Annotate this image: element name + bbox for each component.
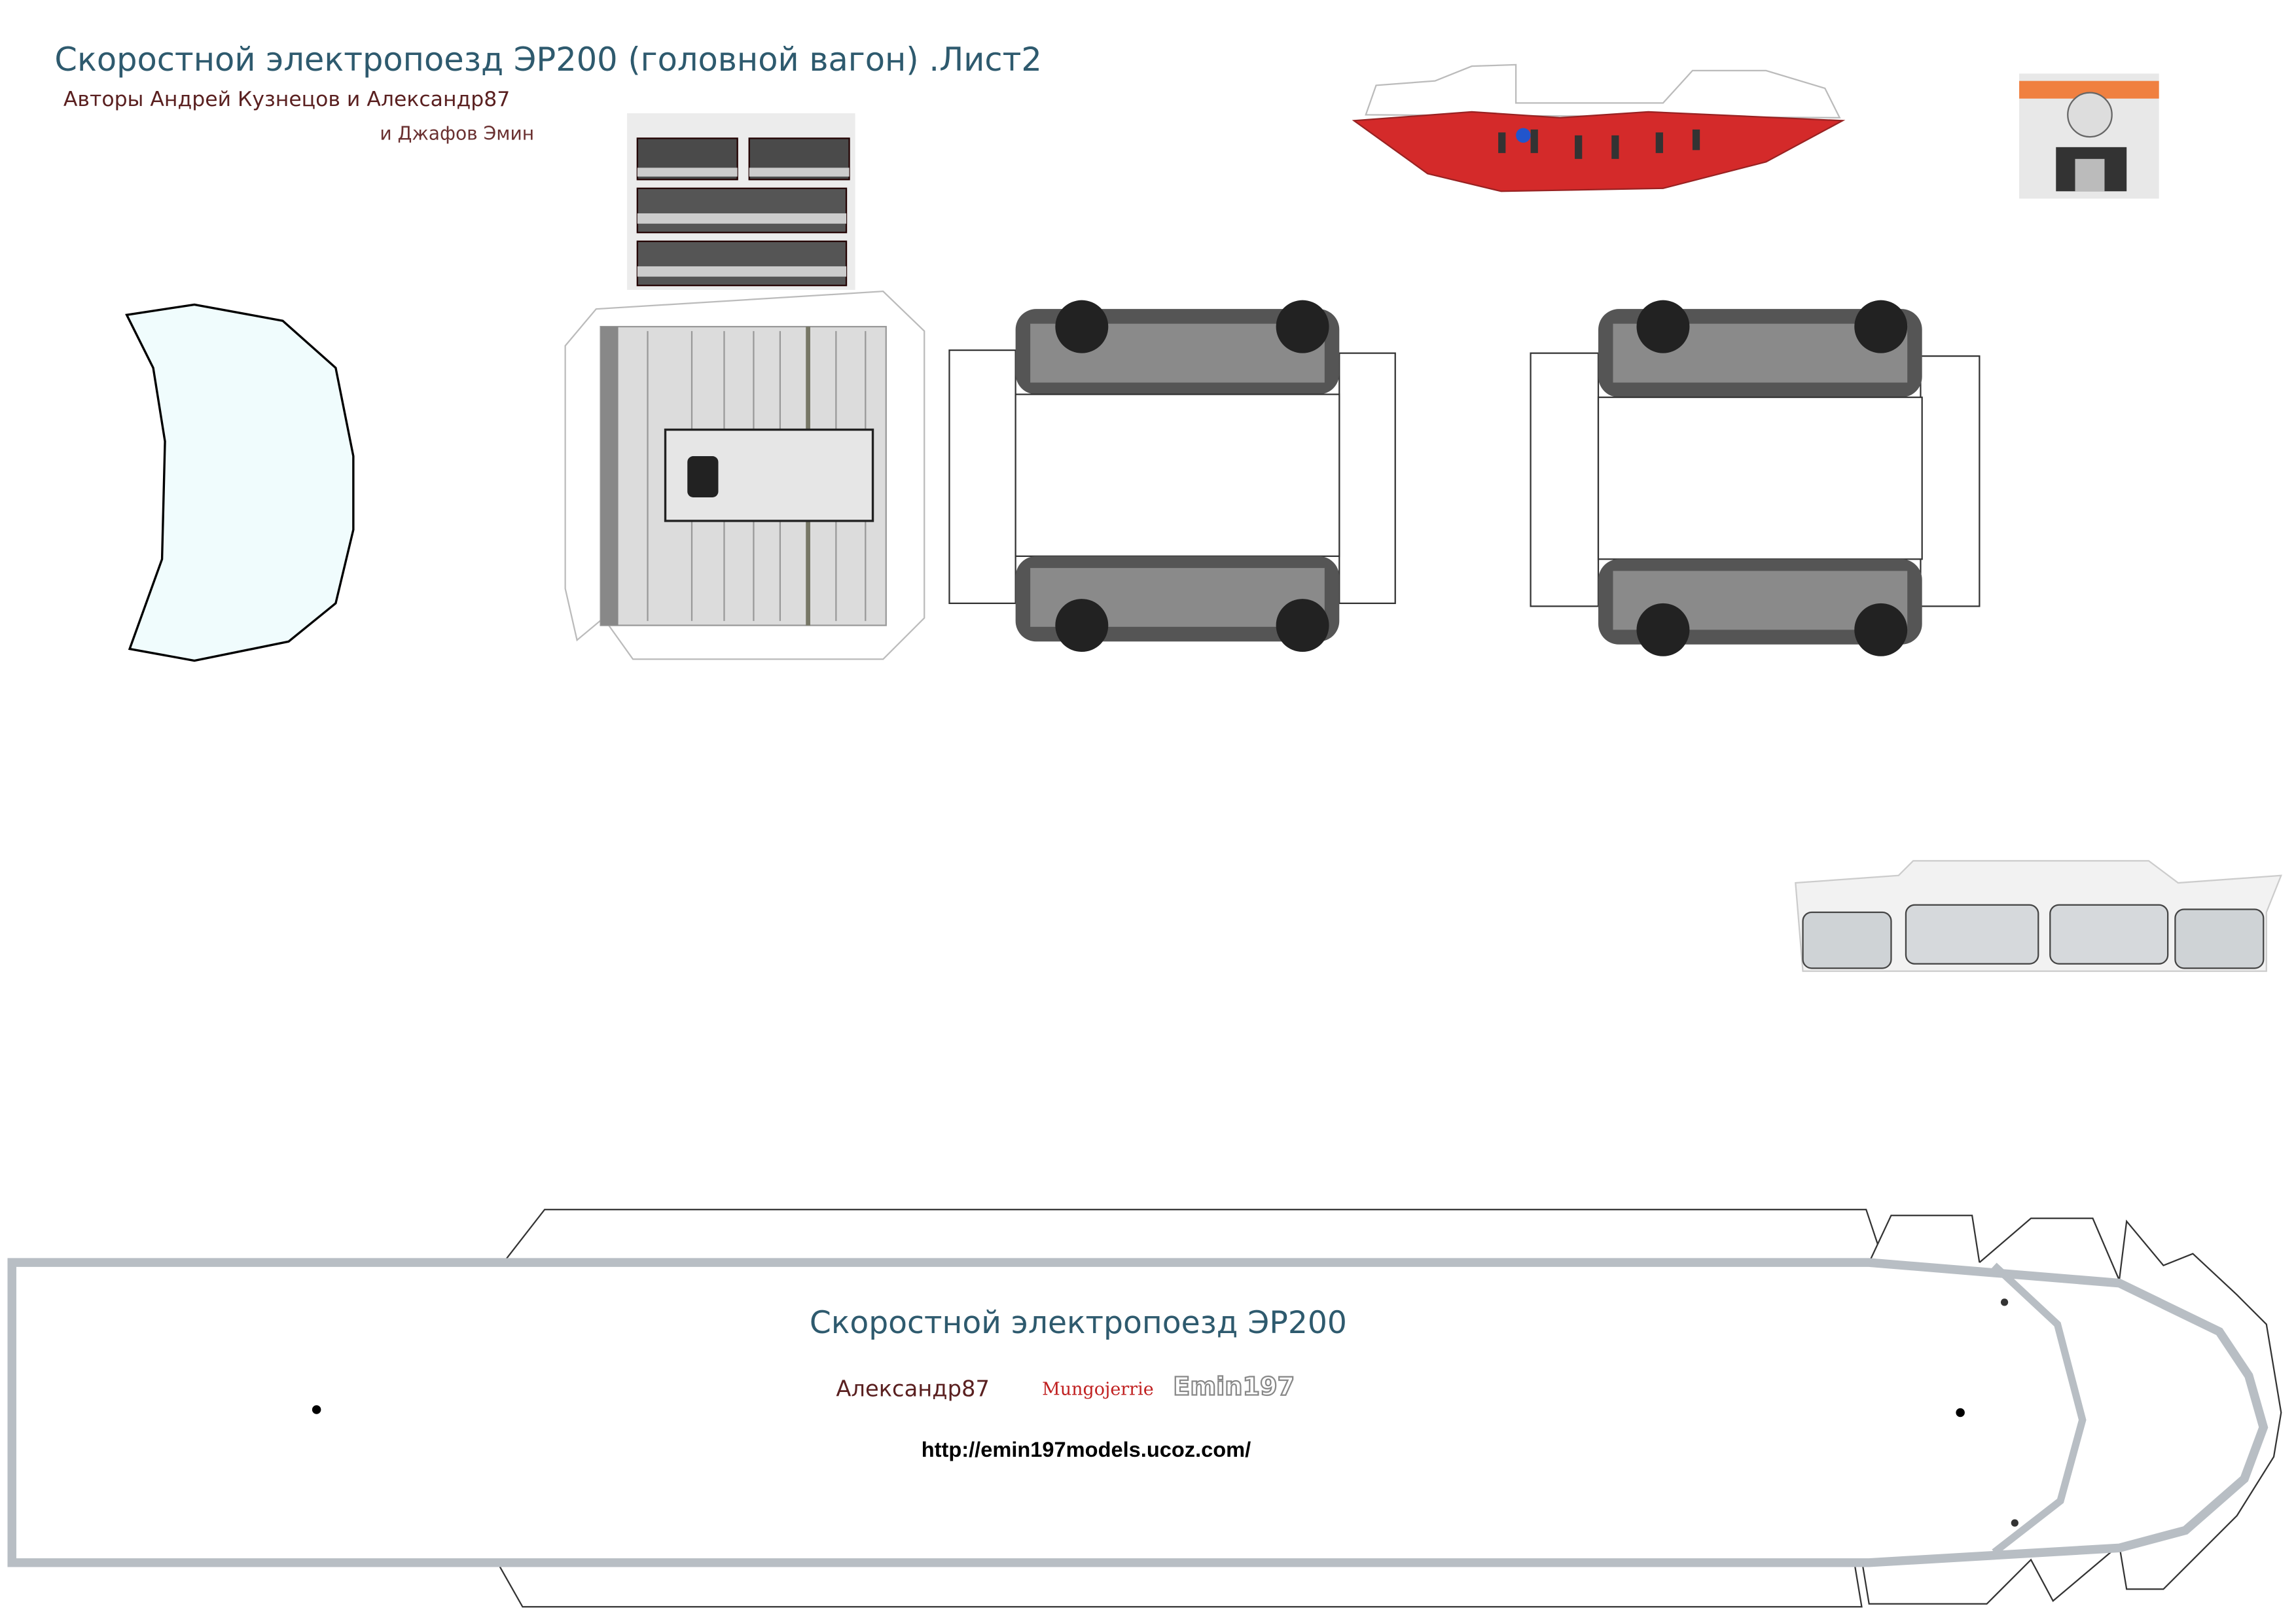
crescent-part	[125, 303, 355, 662]
window-strip-part	[627, 113, 855, 290]
red-nose-part	[1352, 63, 1846, 192]
roof-hatch-window	[687, 456, 719, 497]
roof-panel-part	[564, 291, 925, 660]
bogie-part-2	[1530, 300, 1981, 656]
front-grille-part	[2019, 73, 2159, 199]
sheet-title: Скоростной электропоезд ЭР200 (головной …	[54, 41, 1041, 79]
floor-author: Александр87	[836, 1376, 990, 1402]
co-author-line: и Джафов Эмин	[380, 123, 534, 145]
website-url: http://emin197models.ucoz.com/	[922, 1437, 1251, 1461]
bogie-part-1	[948, 300, 1396, 652]
floor-title: Скоростной электропоезд ЭР200	[810, 1305, 1347, 1341]
authors-line: Авторы Андрей Кузнецов и Александр87	[63, 88, 510, 111]
emin197-logo: Emin197	[1173, 1372, 1295, 1401]
floor-part: Скоростной электропоезд ЭР200 Александр8…	[7, 1209, 2282, 1608]
mungojerrie-logo: Mungojerrie	[1042, 1379, 1154, 1399]
headlights-part	[1795, 860, 2282, 972]
